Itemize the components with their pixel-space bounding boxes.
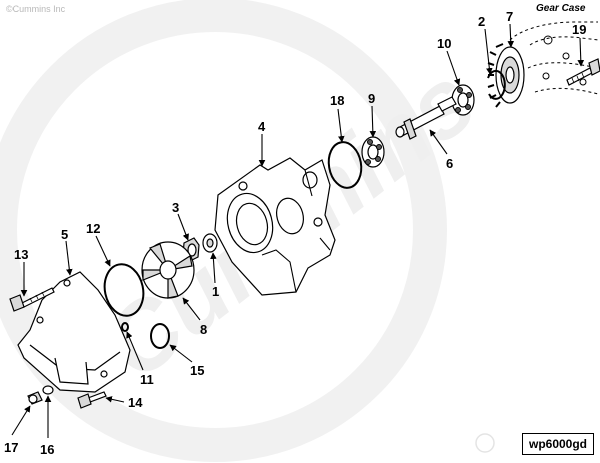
callout-18: 18 — [330, 93, 344, 108]
inner-bearing — [361, 136, 385, 168]
gear-bolt — [566, 58, 600, 86]
inlet-o-ring — [150, 323, 170, 349]
drain-plug — [27, 391, 43, 405]
callout-16: 16 — [40, 442, 54, 457]
callout-3: 3 — [172, 200, 179, 215]
water-seal — [202, 233, 218, 253]
small-o-ring — [121, 322, 129, 332]
water-pump-shaft — [395, 96, 457, 140]
drive-gear — [487, 43, 525, 108]
callout-labels: 1 2 3 4 5 6 7 8 9 10 11 12 13 14 15 16 1… — [4, 9, 586, 457]
snap-ring — [487, 69, 506, 100]
leader-lines — [11, 23, 585, 438]
water-pump-cover — [17, 271, 131, 393]
copyright-text: ©Cummins Inc — [6, 4, 66, 14]
callout-15: 15 — [190, 363, 204, 378]
figure-id-box: wp6000gd — [522, 433, 594, 455]
callout-13: 13 — [14, 247, 28, 262]
impeller — [141, 241, 195, 299]
callout-5: 5 — [61, 227, 68, 242]
callout-9: 9 — [368, 91, 375, 106]
callout-4: 4 — [258, 119, 266, 134]
callout-1: 1 — [212, 284, 219, 299]
callout-10: 10 — [437, 36, 451, 51]
cover-bolt-short — [77, 391, 107, 409]
cover-bolt-long — [9, 287, 55, 312]
callout-11: 11 — [140, 372, 154, 387]
outer-bearing — [451, 84, 475, 116]
callout-12: 12 — [86, 221, 100, 236]
callout-7: 7 — [506, 9, 513, 24]
gear-case-label: Gear Case — [536, 3, 586, 14]
registered-mark — [475, 433, 495, 453]
callout-19: 19 — [572, 22, 586, 37]
watermark-ring — [0, 0, 447, 462]
callout-2: 2 — [478, 14, 485, 29]
gear-case — [509, 21, 599, 95]
callout-8: 8 — [200, 322, 207, 337]
callout-6: 6 — [446, 156, 453, 171]
callout-17: 17 — [4, 440, 18, 455]
cover-o-ring — [103, 263, 145, 317]
callout-14: 14 — [128, 395, 143, 410]
water-pump-housing — [214, 157, 336, 296]
sealing-washer — [42, 385, 54, 395]
